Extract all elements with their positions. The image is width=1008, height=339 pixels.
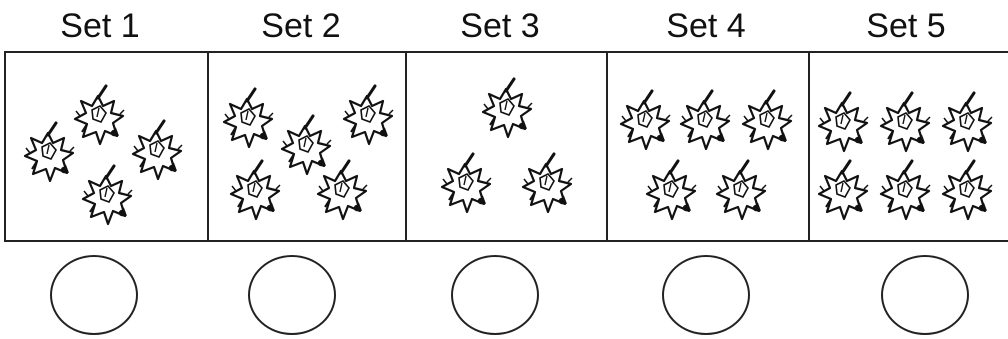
maple-leaf-icon — [616, 91, 672, 155]
maple-leaf-icon — [876, 93, 932, 157]
maple-leaf-icon — [70, 86, 126, 150]
maple-leaf-icon — [128, 121, 184, 185]
maple-leaf-icon — [20, 123, 76, 187]
set-4-title: Set 4 — [606, 6, 806, 46]
set-3-box — [405, 51, 608, 242]
set-1-title: Set 1 — [0, 6, 200, 46]
maple-leaf-icon — [518, 154, 574, 218]
maple-leaf-icon — [226, 161, 282, 225]
maple-leaf-icon — [938, 161, 994, 225]
maple-leaf-icon — [437, 154, 493, 218]
set-4-box — [606, 51, 810, 242]
maple-leaf-icon — [814, 161, 870, 225]
maple-leaf-icon — [78, 166, 134, 230]
maple-leaf-icon — [712, 161, 768, 225]
set-5-title: Set 5 — [806, 6, 1006, 46]
maple-leaf-icon — [339, 86, 395, 150]
maple-leaf-icon — [219, 89, 275, 153]
maple-leaf-icon — [478, 79, 534, 143]
set-3-answer-circle[interactable] — [451, 255, 539, 335]
maple-leaf-icon — [814, 93, 870, 157]
maple-leaf-icon — [313, 161, 369, 225]
set-5-answer-circle[interactable] — [881, 255, 969, 335]
set-3-title: Set 3 — [400, 6, 600, 46]
set-2-answer-circle[interactable] — [248, 255, 336, 335]
maple-leaf-icon — [738, 91, 794, 155]
set-2-box — [207, 51, 407, 242]
maple-leaf-icon — [876, 161, 932, 225]
set-1-answer-circle[interactable] — [50, 255, 138, 335]
set-5-box — [808, 51, 1008, 242]
set-2-title: Set 2 — [201, 6, 401, 46]
set-1-box — [4, 51, 209, 242]
maple-leaf-icon — [642, 161, 698, 225]
maple-leaf-icon — [676, 91, 732, 155]
maple-leaf-icon — [938, 93, 994, 157]
set-4-answer-circle[interactable] — [662, 255, 750, 335]
